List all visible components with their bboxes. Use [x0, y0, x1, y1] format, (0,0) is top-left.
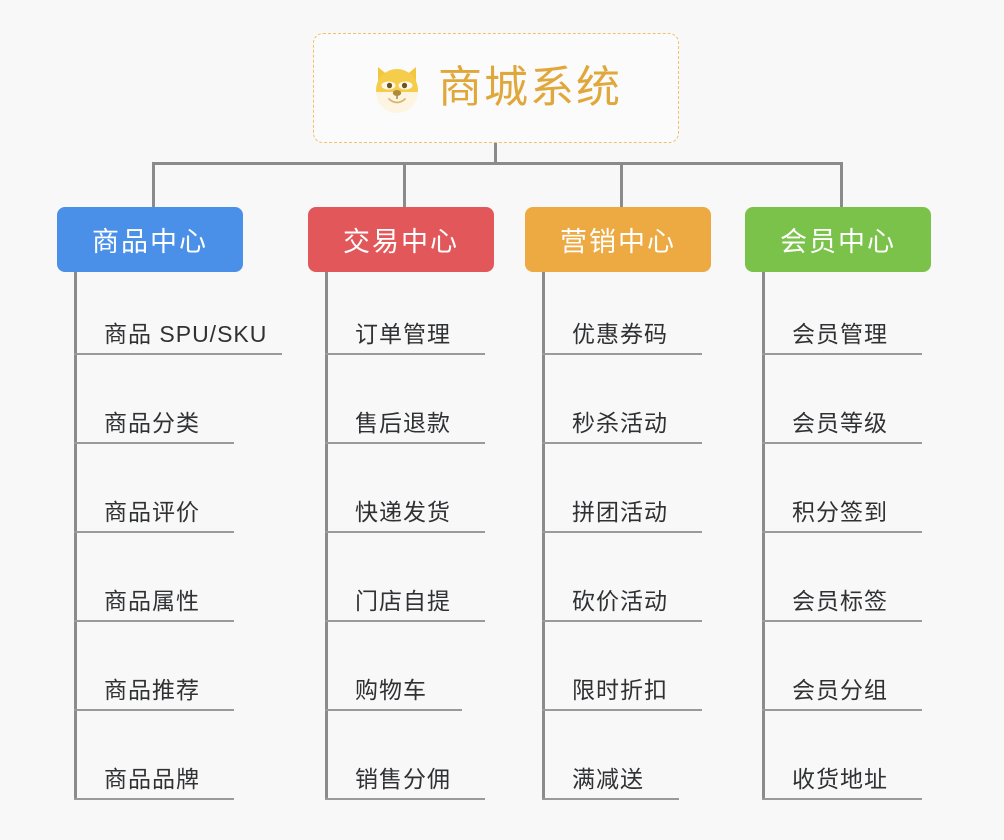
leaf-underline — [762, 442, 922, 444]
leaf-label: 售后退款 — [355, 410, 451, 436]
shiba-dog-face-icon — [370, 61, 424, 115]
leaf-underline — [74, 620, 234, 622]
leaf-underline — [74, 353, 282, 355]
leaf-label: 满减送 — [572, 766, 644, 792]
branch-header-label: 商品中心 — [92, 227, 208, 257]
leaf-label: 订单管理 — [355, 321, 451, 347]
leaf-label: 收货地址 — [792, 766, 888, 792]
leaf-underline — [542, 620, 702, 622]
leaf-label: 商品评价 — [104, 499, 200, 525]
leaf-underline — [762, 531, 922, 533]
leaf-label: 会员分组 — [792, 677, 888, 703]
root-title: 商城系统 — [438, 63, 622, 112]
branch-drop-connector-3 — [620, 162, 623, 209]
leaf-label: 商品属性 — [104, 588, 200, 614]
leaf-label: 门店自提 — [355, 588, 451, 614]
leaf-underline — [74, 798, 234, 800]
leaf-label: 会员管理 — [792, 321, 888, 347]
root-node[interactable]: 商城系统 — [313, 33, 679, 143]
leaf-label: 积分签到 — [792, 499, 888, 525]
leaf-label: 拼团活动 — [572, 499, 668, 525]
leaf-underline — [762, 709, 922, 711]
leaf-label: 砍价活动 — [572, 588, 668, 614]
leaf-underline — [762, 798, 922, 800]
branch-spine — [542, 272, 545, 798]
branch-header-label: 会员中心 — [780, 227, 896, 257]
leaf-label: 购物车 — [355, 677, 427, 703]
leaf-label: 会员标签 — [792, 588, 888, 614]
branch-spine — [325, 272, 328, 798]
branch-header-label: 交易中心 — [343, 227, 459, 257]
branch-header-product[interactable]: 商品中心 — [57, 207, 243, 272]
leaf-label: 销售分佣 — [355, 766, 451, 792]
leaf-underline — [762, 353, 922, 355]
branch-header-member[interactable]: 会员中心 — [745, 207, 931, 272]
leaf-underline — [542, 353, 702, 355]
leaf-label: 快递发货 — [355, 499, 451, 525]
leaf-label: 商品品牌 — [104, 766, 200, 792]
leaf-underline — [74, 442, 234, 444]
leaf-underline — [325, 531, 485, 533]
leaf-underline — [542, 709, 702, 711]
branch-header-label: 营销中心 — [560, 227, 676, 257]
leaf-underline — [325, 442, 485, 444]
root-stem-connector — [494, 143, 497, 165]
leaf-label: 会员等级 — [792, 410, 888, 436]
branch-drop-connector-2 — [403, 162, 406, 209]
leaf-underline — [542, 798, 679, 800]
branch-spine — [74, 272, 77, 798]
leaf-underline — [325, 353, 485, 355]
branch-drop-connector-1 — [152, 162, 155, 209]
leaf-underline — [74, 709, 234, 711]
leaf-underline — [74, 531, 234, 533]
leaf-label: 商品 SPU/SKU — [104, 321, 268, 347]
trunk-horizontal-connector — [152, 162, 843, 165]
branch-header-trade[interactable]: 交易中心 — [308, 207, 494, 272]
leaf-label: 秒杀活动 — [572, 410, 668, 436]
leaf-underline — [542, 531, 702, 533]
leaf-label: 优惠券码 — [572, 321, 668, 347]
leaf-label: 商品推荐 — [104, 677, 200, 703]
leaf-underline — [762, 620, 922, 622]
branch-spine — [762, 272, 765, 798]
branch-header-marketing[interactable]: 营销中心 — [525, 207, 711, 272]
leaf-underline — [542, 442, 702, 444]
leaf-underline — [325, 620, 485, 622]
leaf-label: 商品分类 — [104, 410, 200, 436]
leaf-underline — [325, 709, 462, 711]
branch-drop-connector-4 — [840, 162, 843, 209]
leaf-label: 限时折扣 — [572, 677, 668, 703]
leaf-underline — [325, 798, 485, 800]
